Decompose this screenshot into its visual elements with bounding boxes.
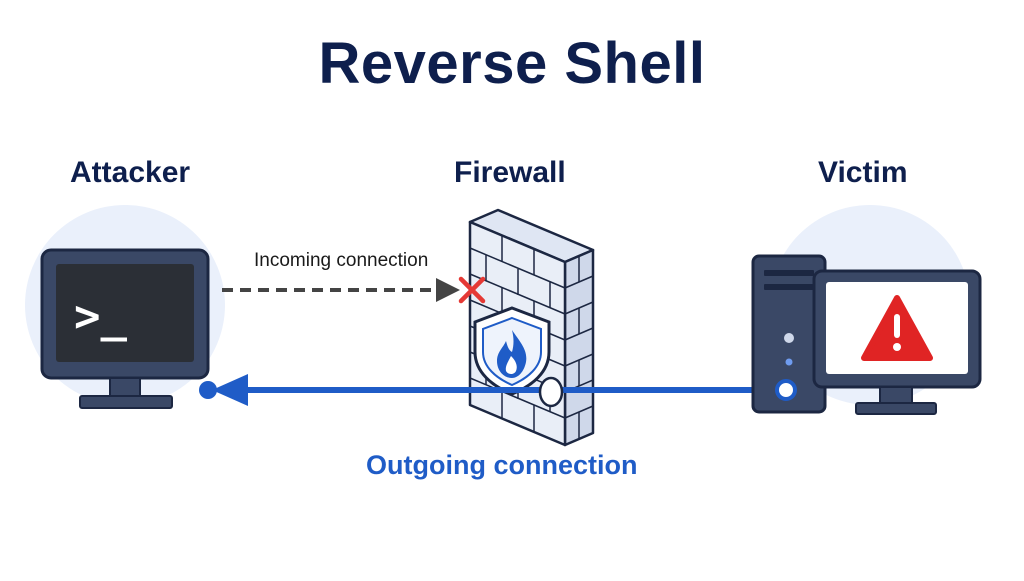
firewall-label: Firewall <box>454 156 566 189</box>
firewall-port <box>538 376 564 408</box>
shield-flame-icon <box>473 306 551 396</box>
x-mark-icon <box>458 276 486 304</box>
outgoing-arrowhead <box>212 374 248 406</box>
attacker-label: Attacker <box>70 156 191 189</box>
page-title: Reverse Shell <box>318 31 706 96</box>
terminal-prompt: >_ <box>74 291 127 342</box>
attacker-monitor-icon <box>40 248 210 409</box>
incoming-connection-label: Incoming connection <box>254 250 429 271</box>
outgoing-connection-label: Outgoing connection <box>366 450 638 480</box>
outgoing-endpoint-victim <box>775 379 797 401</box>
outgoing-endpoint-attacker <box>199 381 217 399</box>
incoming-arrowhead <box>436 278 460 302</box>
warning-triangle-icon <box>861 295 933 361</box>
victim-label: Victim <box>818 156 908 189</box>
